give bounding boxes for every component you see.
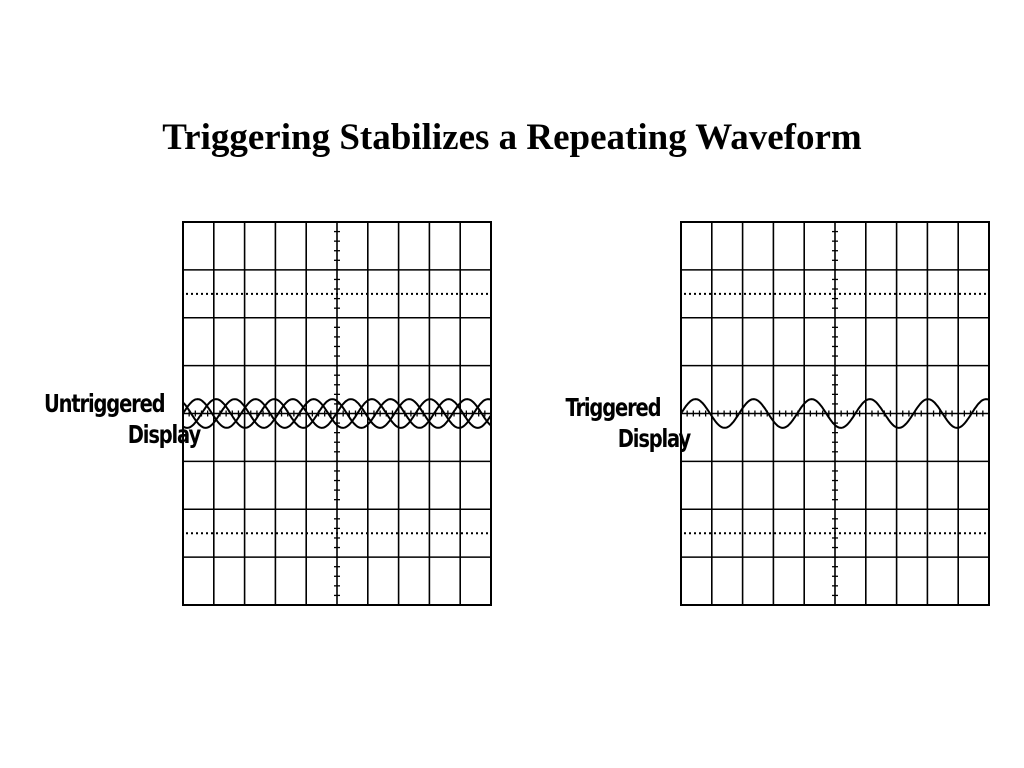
waveform-trace bbox=[182, 398, 492, 429]
slide-title: Triggering Stabilizes a Repeating Wavefo… bbox=[162, 117, 862, 158]
waveform-trace bbox=[182, 398, 492, 429]
untriggered-scope-screen bbox=[182, 221, 492, 606]
triggered-label-line-1: Triggered bbox=[565, 393, 661, 422]
untriggered-label-line-2: Display bbox=[127, 420, 201, 449]
triggered-display-label: Triggered Display bbox=[534, 392, 691, 454]
triggered-label-line-2: Display bbox=[617, 424, 691, 453]
waveform-trace bbox=[680, 398, 990, 429]
untriggered-display-label: Untriggered Display bbox=[44, 388, 201, 450]
triggered-scope-screen bbox=[680, 221, 990, 606]
untriggered-label-line-1: Untriggered bbox=[44, 389, 166, 418]
